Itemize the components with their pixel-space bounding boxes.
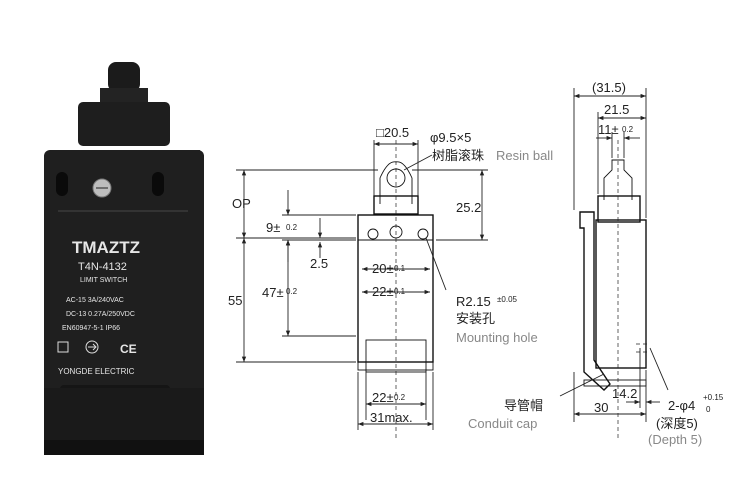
model-number: T4N-4132: [78, 261, 127, 273]
mount-cn: 安装孔: [456, 311, 495, 326]
mount-r-tol: ±0.05: [497, 295, 518, 304]
dim-2-5: 2.5: [310, 256, 328, 271]
hole-spec: 2-φ4: [668, 398, 695, 413]
dim-op: OP: [232, 196, 251, 211]
hole-tol-down: 0: [706, 405, 711, 414]
dim-20-tol: 0.1: [394, 264, 406, 273]
ce-mark: CE: [120, 342, 137, 356]
dim-31-5: (31.5): [592, 80, 626, 95]
maker-name: YONGDE ELECTRIC: [58, 367, 135, 376]
product-photo: TMAZTZ T4N-4132 LIMIT SWITCH AC-15 3A/24…: [44, 62, 204, 455]
rating-dc: DC-13 0.27A/250VDC: [66, 311, 135, 318]
ball-cn-label: 树脂滚珠: [432, 148, 484, 163]
type-label: LIMIT SWITCH: [80, 277, 127, 284]
dim-47: 47±: [262, 285, 284, 300]
dim-20: 20±: [372, 261, 394, 276]
mount-r: R2.15: [456, 294, 491, 309]
dim-25-2: 25.2: [456, 200, 481, 215]
brand-logo: TMAZTZ: [72, 238, 140, 257]
dim-11-tol: 0.2: [622, 125, 634, 134]
front-view: □20.5 φ9.5×5 树脂滚珠 Resin ball OP 55 9± 0.…: [228, 125, 553, 440]
dim-31max: 31max.: [370, 410, 413, 425]
dim-22a: 22±: [372, 284, 394, 299]
side-view: (31.5) 21.5 11± 0.2 30 14.2 导管帽 Conduit …: [468, 80, 724, 447]
roller-cap: [108, 62, 140, 92]
dim-22a-tol: 0.1: [394, 287, 406, 296]
dim-11: 11±: [598, 122, 619, 137]
dim-55: 55: [228, 293, 242, 308]
arrow-symbol: [85, 340, 99, 354]
mount-hole-right: [417, 228, 429, 240]
ball-en-label: Resin ball: [496, 148, 553, 163]
dim-22b-tol: 0.2: [394, 393, 406, 402]
dim-22b: 22±: [372, 390, 394, 405]
dim-21-5: 21.5: [604, 102, 629, 117]
ball-dia-label: φ9.5×5: [430, 130, 471, 145]
conduit-cn: 导管帽: [504, 398, 543, 413]
standard-text: EN60947-5-1 IP66: [62, 325, 120, 332]
dim-47-tol: 0.2: [286, 287, 298, 296]
mount-hole-left: [367, 228, 379, 240]
square-symbol: [57, 341, 69, 353]
dim-top-square: □20.5: [376, 125, 409, 140]
dim-14-2: 14.2: [612, 386, 637, 401]
conduit-en: Conduit cap: [468, 416, 537, 431]
mount-en: Mounting hole: [456, 330, 538, 345]
depth-cn: (深度5): [656, 416, 698, 431]
depth-en: (Depth 5): [648, 432, 702, 447]
dim-9-tol: 0.2: [286, 223, 298, 232]
hole-tol-up: +0.15: [703, 393, 724, 402]
dim-9: 9±: [266, 220, 280, 235]
rating-ac: AC-15 3A/240VAC: [66, 297, 124, 304]
side-body: [595, 219, 647, 369]
dim-30: 30: [594, 400, 608, 415]
